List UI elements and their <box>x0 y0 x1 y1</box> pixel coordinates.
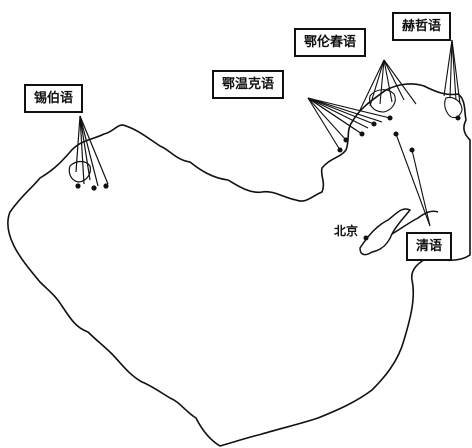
coastline-liaodong <box>391 210 439 235</box>
ewenke-marks <box>307 97 393 153</box>
country-outline <box>7 83 471 447</box>
label-xibo: 锡伯语 <box>24 84 84 113</box>
manchu-marks <box>393 131 431 227</box>
city-label-beijing: 北京 <box>334 224 359 238</box>
label-elunchun: 鄂伦春语 <box>294 28 367 57</box>
label-manchu: 清语 <box>406 232 453 261</box>
hezhe-marks <box>443 39 463 121</box>
coastline-bohai <box>359 208 412 256</box>
beijing-marker <box>363 235 369 241</box>
elunchun-marks <box>359 59 417 113</box>
label-ewenke: 鄂温克语 <box>212 70 285 99</box>
label-hezhe: 赫哲语 <box>392 12 452 41</box>
xibo-marks <box>68 115 109 191</box>
